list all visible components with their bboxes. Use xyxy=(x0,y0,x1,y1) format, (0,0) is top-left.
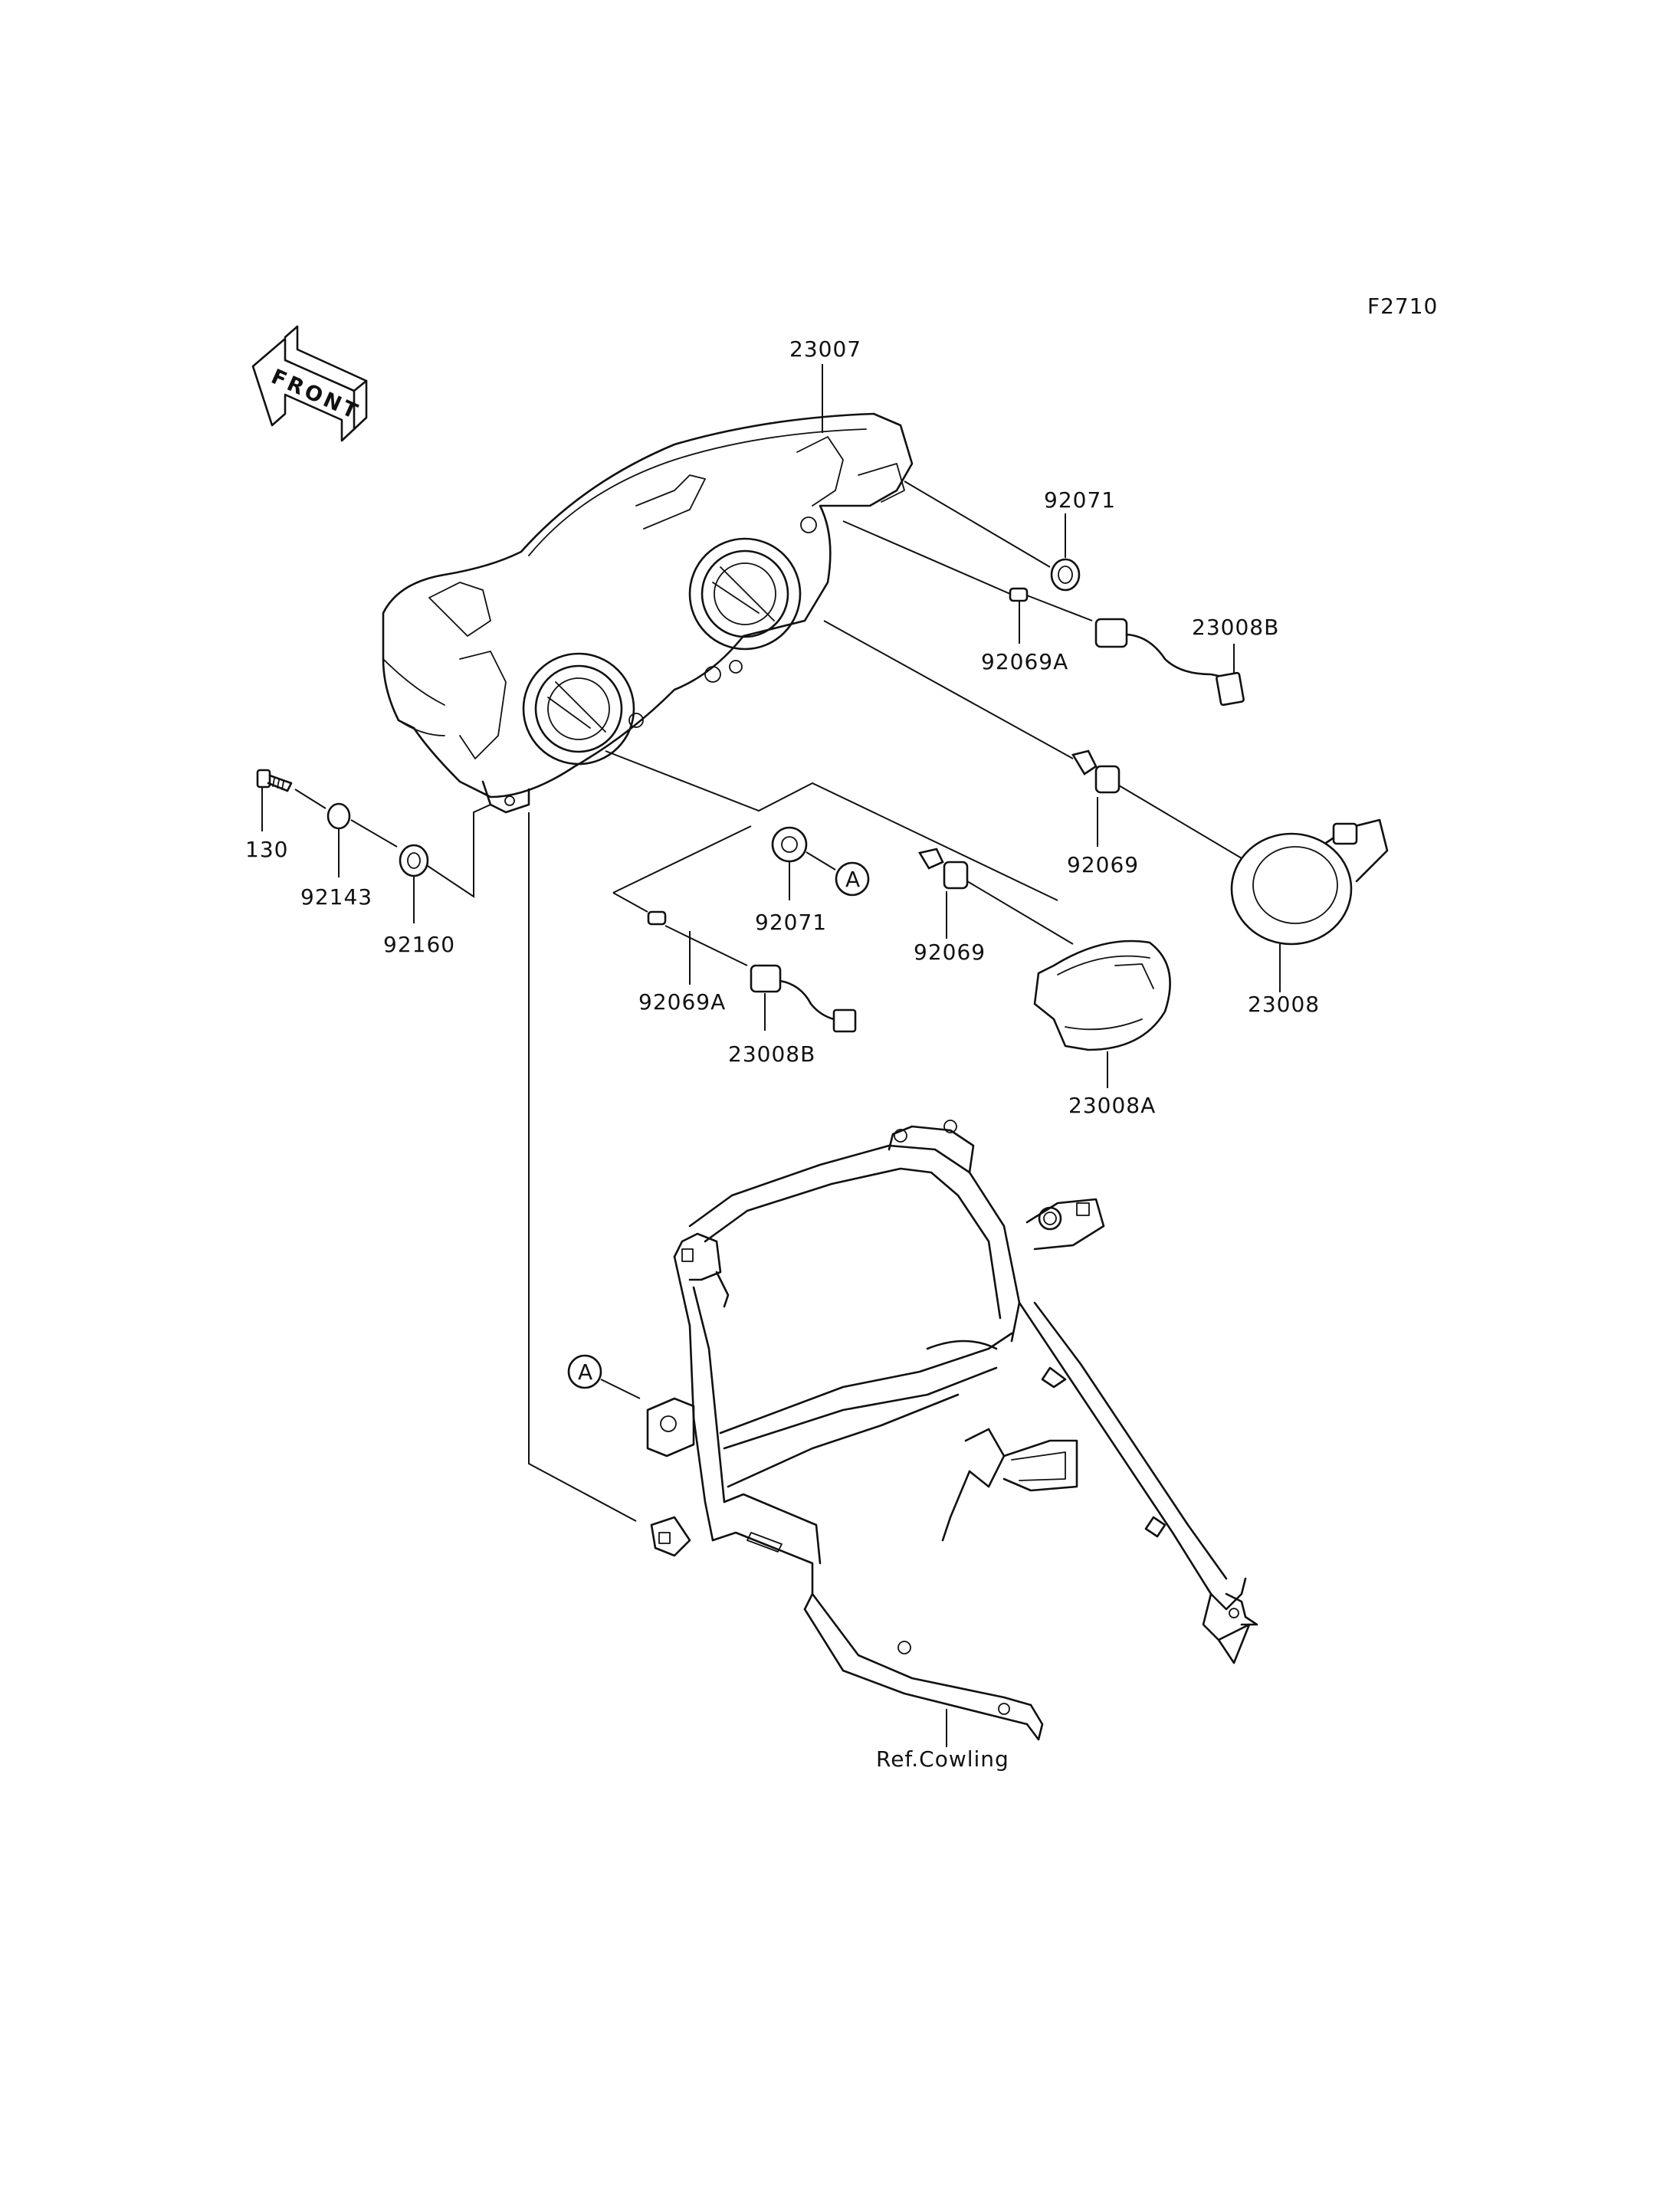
bulb-right xyxy=(823,620,1242,859)
label-23007: 23007 xyxy=(789,336,861,362)
bulb-lower xyxy=(917,848,1074,945)
label-92160: 92160 xyxy=(383,932,455,957)
label-92143: 92143 xyxy=(300,884,372,910)
circle-callout-icon xyxy=(567,1354,602,1389)
callout-A-upper: A xyxy=(806,851,870,897)
front-direction-arrow-icon: FRONT xyxy=(251,325,368,442)
cap-lower xyxy=(1033,939,1171,1088)
label-92069A-lower: 92069A xyxy=(638,989,726,1015)
label-23008B-upper: 23008B xyxy=(1192,615,1279,640)
headlight-assembly xyxy=(382,364,914,814)
label-23008: 23008 xyxy=(1248,992,1320,1017)
circle-callout-icon xyxy=(835,861,870,897)
label-92071-lower: 92071 xyxy=(755,910,827,935)
label-23008B-lower: 23008B xyxy=(728,1041,815,1067)
label-ref-cowling: Ref.Cowling xyxy=(876,1746,1009,1772)
headlight-stay xyxy=(646,1120,1258,1747)
grommet-lower xyxy=(605,750,1058,901)
grommet-upper xyxy=(904,480,1081,592)
callout-A-text-lower: A xyxy=(578,1359,593,1385)
label-92069A-upper: 92069A xyxy=(981,649,1068,674)
bolt xyxy=(256,769,326,831)
label-92071-upper: 92071 xyxy=(1044,487,1116,513)
collar xyxy=(326,802,398,877)
bulb-upper-small xyxy=(842,520,1093,644)
figure-code: F2710 xyxy=(1367,293,1438,319)
bulb-lower-small xyxy=(612,825,752,985)
socket-lower xyxy=(750,964,857,1033)
assembly-leader xyxy=(528,812,637,1522)
label-130: 130 xyxy=(245,837,288,862)
callout-A-text-upper: A xyxy=(845,867,861,892)
socket-upper xyxy=(1094,618,1245,707)
cap-right xyxy=(1230,818,1389,992)
damper xyxy=(399,804,491,923)
label-92069-lower: 92069 xyxy=(914,939,986,965)
callout-A-lower: A xyxy=(567,1354,641,1399)
label-92069-right: 92069 xyxy=(1067,852,1139,877)
label-23008A: 23008A xyxy=(1068,1093,1156,1118)
